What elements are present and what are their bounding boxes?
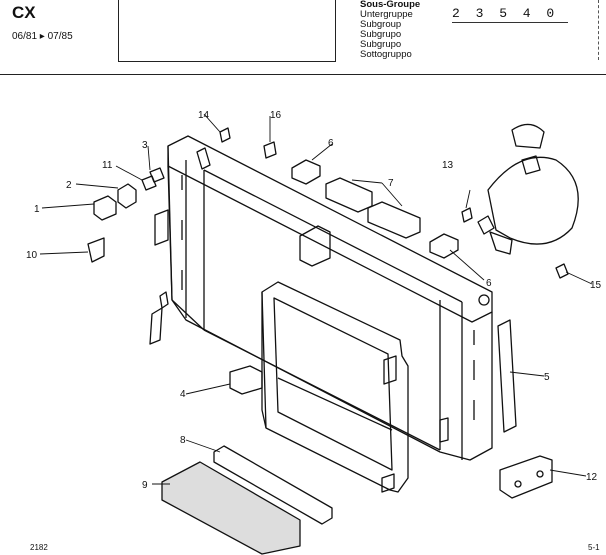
- callout-4: 4: [180, 389, 186, 400]
- part-3-washer: [149, 167, 165, 183]
- callout-3: 3: [142, 140, 148, 151]
- expansion-tank: [477, 123, 579, 255]
- header-box: [118, 0, 336, 62]
- header-divider: [0, 74, 606, 75]
- part-10-bracket: [87, 237, 105, 263]
- subgroup-label-pt: Subgrupo: [360, 39, 402, 50]
- callout-12: 12: [586, 472, 598, 483]
- part-15-nut: [555, 263, 569, 279]
- callout-14: 14: [198, 110, 210, 121]
- callout-13: 13: [442, 160, 454, 171]
- part-5-seal-strip: [497, 319, 517, 433]
- callout-7: 7: [388, 178, 394, 189]
- part-8-strip: [213, 445, 333, 525]
- footer-right: 5-1: [588, 543, 600, 552]
- callout-2: 2: [66, 180, 72, 191]
- fan-shroud: [261, 281, 409, 493]
- margin-mark: [598, 0, 606, 60]
- part-13-bolt: [461, 207, 473, 223]
- part-9-foam-block: [161, 461, 301, 555]
- subgroup-code: 2 3 5 4 0: [452, 6, 559, 21]
- part-1-clip: [93, 195, 117, 221]
- callout-16: 16: [270, 110, 282, 121]
- hose-stub: [149, 307, 163, 345]
- subgroup-labels: Sous-Groupe Untergruppe Subgroup Subgrup…: [360, 0, 420, 60]
- part-11-bolt: [141, 175, 157, 191]
- callout-5: 5: [544, 372, 550, 383]
- model-title: CX: [12, 3, 36, 22]
- date-range: 06/81 ▸ 07/85: [12, 31, 73, 42]
- footer-left: 2182: [30, 543, 48, 552]
- part-6-pad-lower: [429, 233, 459, 259]
- callout-labels: 1 2 3 4 5 6 6 7 8 9 10 11 12 13 14 15 16: [26, 110, 602, 491]
- part-6-pad-upper: [291, 159, 321, 185]
- callout-6a: 6: [328, 138, 334, 149]
- subgroup-label-fr: Sous-Groupe: [360, 0, 421, 10]
- code-underline: [452, 22, 568, 23]
- callout-8: 8: [180, 435, 186, 446]
- callout-11: 11: [102, 160, 113, 171]
- radiator-core: [154, 135, 493, 461]
- callout-9: 9: [142, 480, 148, 491]
- subgroup-label-de: Untergruppe: [360, 9, 413, 20]
- part-2-bracket: [117, 183, 137, 209]
- part-7-pad-b: [367, 201, 421, 239]
- callout-6b: 6: [486, 278, 492, 289]
- callout-10: 10: [26, 250, 38, 261]
- callout-1: 1: [34, 204, 40, 215]
- part-16-nut: [263, 141, 277, 159]
- subgroup-label-en: Subgroup: [360, 19, 402, 30]
- part-14-bolt: [219, 127, 231, 143]
- part-7-pad-a: [325, 177, 373, 213]
- subgroup-label-it: Sottogruppo: [360, 49, 412, 60]
- subgroup-label-es: Subgrupo: [360, 29, 402, 40]
- callout-15: 15: [590, 280, 602, 291]
- part-4-bracket: [229, 365, 263, 395]
- part-12-bracket: [499, 455, 553, 499]
- leader-lines: [39, 113, 593, 485]
